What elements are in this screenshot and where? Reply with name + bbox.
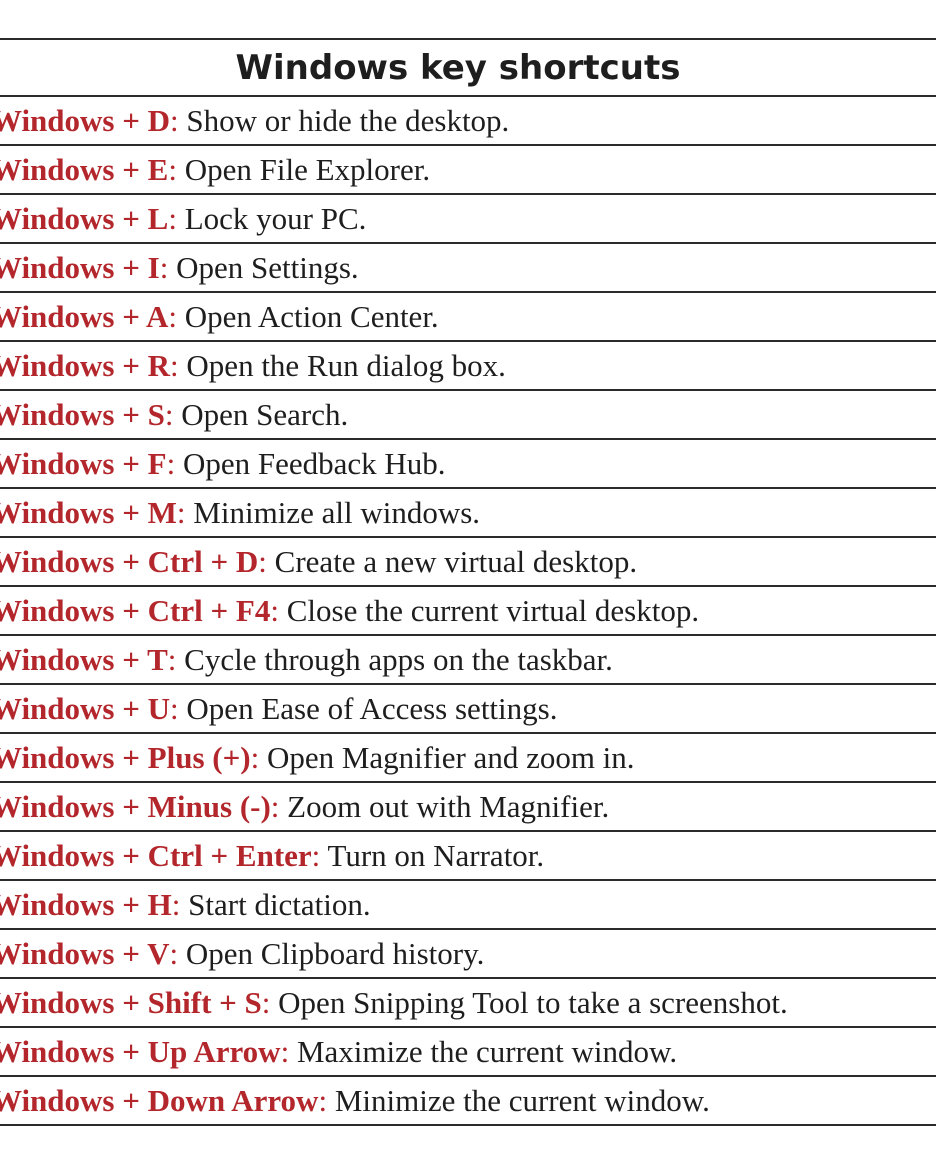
shortcut-colon: : <box>168 200 177 236</box>
shortcut-colon: : <box>168 298 177 334</box>
shortcut-colon: : <box>258 543 267 579</box>
shortcut-key: Windows + D <box>0 102 171 138</box>
shortcut-colon: : <box>159 249 169 285</box>
shortcut-row: Windows + Up Arrow: Maximize the current… <box>0 1028 936 1077</box>
shortcut-description: Open Ease of Access settings. <box>178 690 558 726</box>
shortcut-colon: : <box>170 347 179 383</box>
shortcut-key: Windows + Ctrl + Enter <box>0 837 312 873</box>
shortcut-list: Windows + D: Show or hide the desktop.Wi… <box>0 97 936 1126</box>
shortcut-row: Windows + V: Open Clipboard history. <box>0 930 936 979</box>
shortcut-description: Open Snipping Tool to take a screenshot. <box>270 984 788 1020</box>
shortcut-key: Windows + Up Arrow <box>0 1033 281 1069</box>
shortcut-description: Open Feedback Hub. <box>175 445 446 481</box>
shortcut-row: Windows + Shift + S: Open Snipping Tool … <box>0 979 936 1028</box>
shortcut-key: Windows + Plus (+) <box>0 739 251 775</box>
shortcut-key: Windows + Ctrl + D <box>0 543 259 579</box>
shortcut-row: Windows + U: Open Ease of Access setting… <box>0 685 936 734</box>
shortcut-description: Open File Explorer. <box>176 151 431 187</box>
shortcut-colon: : <box>261 984 271 1020</box>
shortcut-key: Windows + A <box>0 298 169 334</box>
shortcut-row: Windows + S: Open Search. <box>0 391 936 440</box>
shortcut-row: Windows + Down Arrow: Minimize the curre… <box>0 1077 936 1126</box>
shortcut-key: Windows + F <box>0 445 167 481</box>
shortcut-key: Windows + V <box>0 935 170 971</box>
title-row: Windows key shortcuts <box>0 40 936 97</box>
shortcut-row: Windows + H: Start dictation. <box>0 881 936 930</box>
shortcut-key: Windows + E <box>0 151 169 187</box>
shortcut-colon: : <box>250 739 260 775</box>
shortcut-row: Windows + A: Open Action Center. <box>0 293 936 342</box>
shortcut-row: Windows + T: Cycle through apps on the t… <box>0 636 936 685</box>
shortcut-key: Windows + T <box>0 641 168 677</box>
shortcut-colon: : <box>166 445 176 481</box>
shortcut-colon: : <box>318 1082 328 1118</box>
shortcut-description: Close the current virtual desktop. <box>278 592 700 628</box>
shortcut-colon: : <box>280 1033 290 1069</box>
shortcut-colon: : <box>171 886 181 922</box>
shortcut-key: Windows + Minus (-) <box>0 788 271 824</box>
shortcut-description: Open Search. <box>173 396 349 432</box>
shortcut-colon: : <box>311 837 321 873</box>
shortcut-colon: : <box>270 788 280 824</box>
shortcut-row: Windows + Ctrl + D: Create a new virtual… <box>0 538 936 587</box>
shortcut-row: Windows + Minus (-): Zoom out with Magni… <box>0 783 936 832</box>
shortcut-description: Minimize all windows. <box>185 494 481 530</box>
shortcut-key: Windows + Shift + S <box>0 984 262 1020</box>
shortcut-row: Windows + Ctrl + Enter: Turn on Narrator… <box>0 832 936 881</box>
shortcut-description: Open Clipboard history. <box>178 935 485 971</box>
shortcut-description: Show or hide the desktop. <box>178 102 510 138</box>
shortcut-key: Windows + S <box>0 396 165 432</box>
shortcut-description: Start dictation. <box>180 886 371 922</box>
shortcut-colon: : <box>270 592 279 628</box>
shortcuts-table: Windows key shortcuts Windows + D: Show … <box>0 38 936 1126</box>
shortcut-row: Windows + L: Lock your PC. <box>0 195 936 244</box>
shortcut-row: Windows + F: Open Feedback Hub. <box>0 440 936 489</box>
shortcut-row: Windows + Ctrl + F4: Close the current v… <box>0 587 936 636</box>
shortcut-description: Turn on Narrator. <box>320 837 545 873</box>
shortcut-description: Minimize the current window. <box>327 1082 710 1118</box>
shortcut-description: Create a new virtual desktop. <box>266 543 638 579</box>
shortcut-row: Windows + D: Show or hide the desktop. <box>0 97 936 146</box>
shortcut-description: Cycle through apps on the taskbar. <box>176 641 613 677</box>
shortcut-colon: : <box>168 151 177 187</box>
shortcut-colon: : <box>176 494 186 530</box>
shortcut-row: Windows + R: Open the Run dialog box. <box>0 342 936 391</box>
shortcut-key: Windows + Down Arrow <box>0 1082 319 1118</box>
shortcut-row: Windows + E: Open File Explorer. <box>0 146 936 195</box>
page-title: Windows key shortcuts <box>235 47 681 88</box>
shortcut-description: Open Action Center. <box>176 298 439 334</box>
shortcut-colon: : <box>167 641 177 677</box>
shortcut-key: Windows + I <box>0 249 160 285</box>
shortcut-colon: : <box>164 396 174 432</box>
shortcut-key: Windows + M <box>0 494 177 530</box>
shortcut-description: Open Settings. <box>168 249 359 285</box>
shortcut-colon: : <box>170 102 179 138</box>
shortcut-description: Lock your PC. <box>176 200 367 236</box>
shortcut-colon: : <box>170 690 179 726</box>
shortcut-description: Open the Run dialog box. <box>178 347 506 383</box>
shortcut-description: Open Magnifier and zoom in. <box>259 739 635 775</box>
shortcut-key: Windows + R <box>0 347 171 383</box>
shortcut-row: Windows + I: Open Settings. <box>0 244 936 293</box>
shortcut-description: Zoom out with Magnifier. <box>279 788 610 824</box>
shortcut-description: Maximize the current window. <box>289 1033 678 1069</box>
shortcut-key: Windows + L <box>0 200 169 236</box>
shortcut-key: Windows + U <box>0 690 171 726</box>
shortcut-key: Windows + Ctrl + F4 <box>0 592 271 628</box>
shortcut-row: Windows + Plus (+): Open Magnifier and z… <box>0 734 936 783</box>
shortcut-key: Windows + H <box>0 886 172 922</box>
shortcut-colon: : <box>169 935 179 971</box>
shortcut-row: Windows + M: Minimize all windows. <box>0 489 936 538</box>
